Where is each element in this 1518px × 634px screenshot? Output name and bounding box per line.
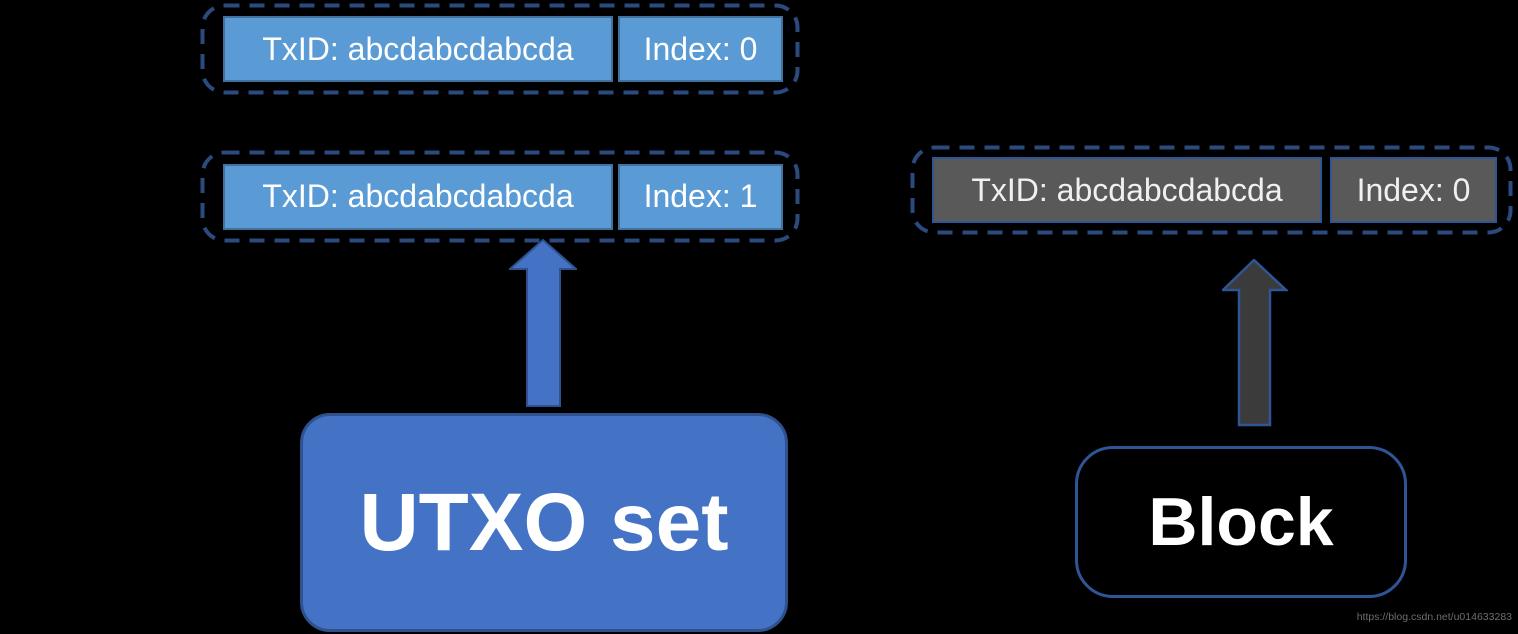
- block-entry-1-txid: TxID: abcdabcdabcda: [932, 157, 1322, 223]
- utxo-set-node: UTXO set: [300, 413, 788, 632]
- block-entry-1-row: TxID: abcdabcdabcda Index: 0: [932, 157, 1497, 223]
- utxo-entry-1: TxID: abcdabcdabcda Index: 0: [200, 3, 823, 95]
- block-entry-1: TxID: abcdabcdabcda Index: 0: [910, 145, 1518, 235]
- block-entry-1-index: Index: 0: [1330, 157, 1497, 223]
- utxo-entry-2-txid: TxID: abcdabcdabcda: [223, 163, 613, 230]
- utxo-entry-1-index: Index: 0: [618, 16, 783, 82]
- utxo-entry-2-index: Index: 1: [618, 163, 783, 230]
- watermark-url: https://blog.csdn.net/u014633283: [1356, 611, 1512, 623]
- utxo-entry-1-row: TxID: abcdabcdabcda Index: 0: [223, 16, 783, 82]
- block-arrow-up-icon: [1222, 259, 1288, 427]
- utxo-entry-2-row: TxID: abcdabcdabcda Index: 1: [223, 163, 783, 230]
- block-node: Block: [1075, 446, 1407, 598]
- utxo-entry-1-txid: TxID: abcdabcdabcda: [223, 16, 613, 82]
- utxo-entry-2: TxID: abcdabcdabcda Index: 1: [200, 150, 823, 243]
- utxo-arrow-up-icon: [509, 239, 577, 407]
